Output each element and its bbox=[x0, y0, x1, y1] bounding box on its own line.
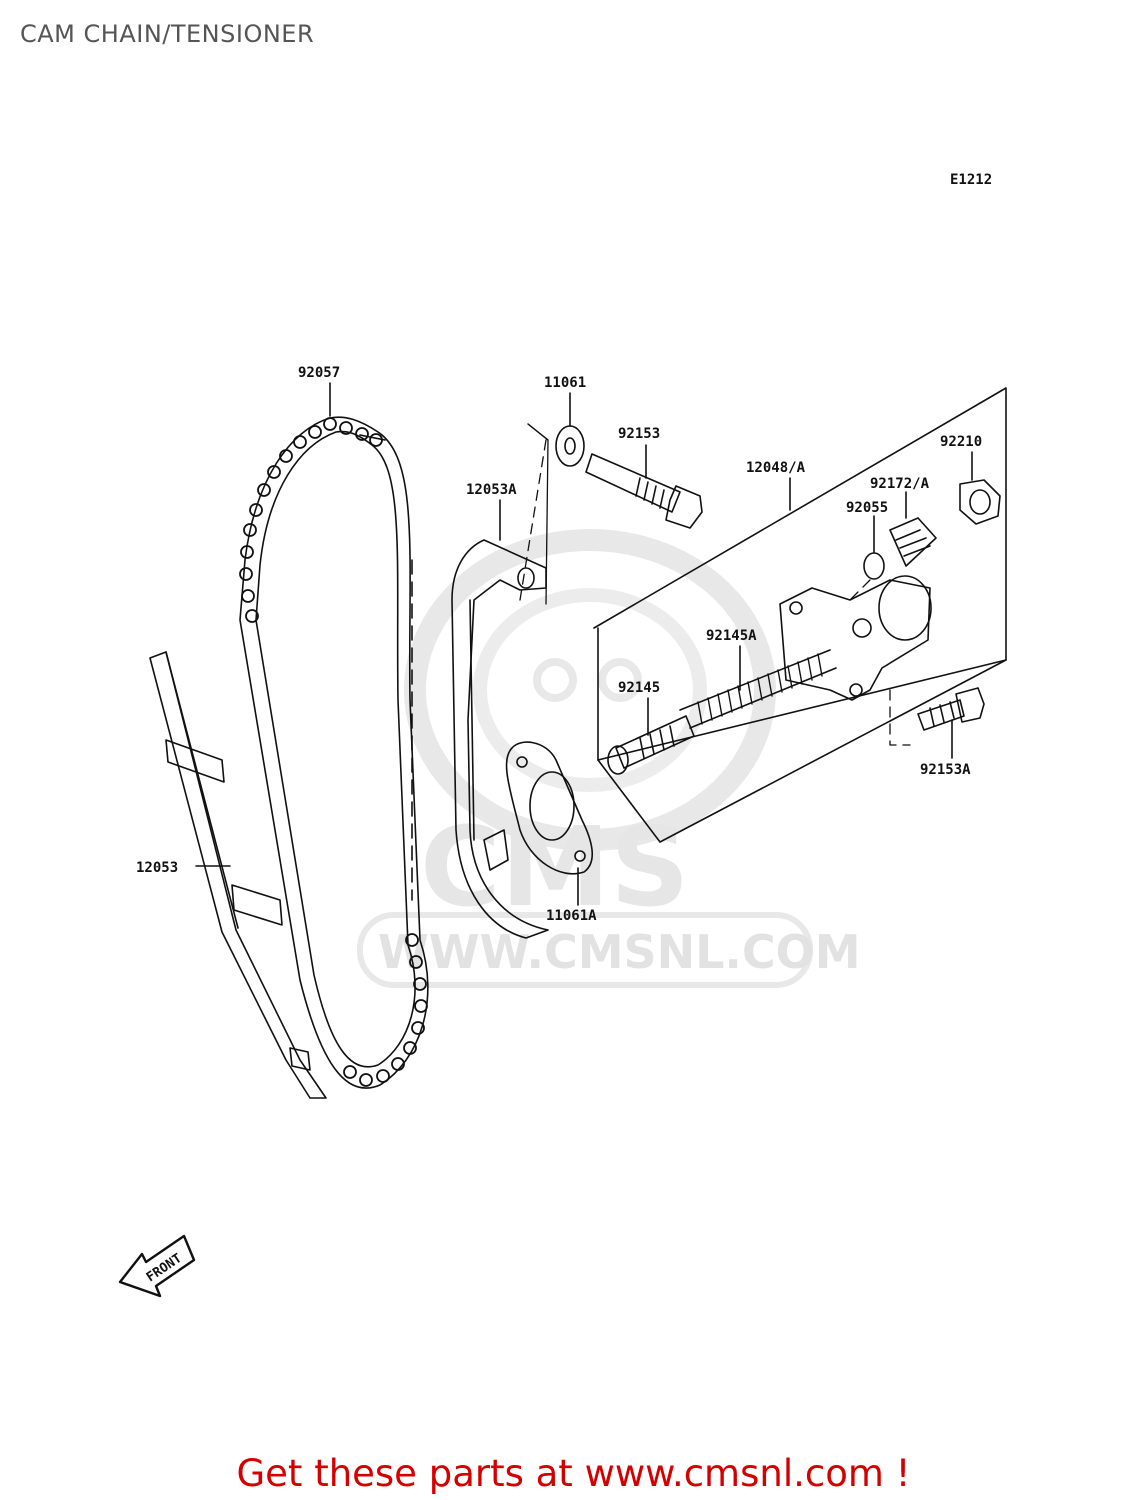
watermark: CMS WWW.CMSNL.COM bbox=[357, 529, 861, 988]
bolt bbox=[585, 453, 703, 529]
label-92210: 92210 bbox=[940, 434, 982, 450]
label-92145: 92145 bbox=[618, 680, 660, 696]
washer bbox=[555, 425, 585, 467]
label-12048A: 12048/A bbox=[746, 460, 806, 476]
chain-guide-front bbox=[149, 651, 327, 1099]
part-labels: E1212 92057 11061 92153 12053A 12048/A 9… bbox=[136, 172, 992, 924]
label-12053: 12053 bbox=[136, 860, 178, 876]
cam-chain bbox=[239, 416, 429, 1089]
watermark-logo: CMS bbox=[420, 803, 689, 931]
bolt-b bbox=[917, 687, 985, 731]
watermark-text: WWW.CMSNL.COM bbox=[378, 925, 861, 979]
page-title: CAM CHAIN/TENSIONER bbox=[20, 20, 315, 48]
diagram-code: E1212 bbox=[950, 172, 992, 188]
label-92153A: 92153A bbox=[920, 762, 971, 778]
label-12053A: 12053A bbox=[466, 482, 517, 498]
spring-small bbox=[607, 715, 695, 775]
nut bbox=[959, 479, 1001, 525]
get-parts-link[interactable]: Get these parts at www.cmsnl.com ! bbox=[236, 1452, 911, 1495]
plug bbox=[889, 517, 937, 567]
label-11061: 11061 bbox=[544, 375, 586, 391]
spring-large bbox=[679, 649, 837, 729]
label-92172A: 92172/A bbox=[870, 476, 930, 492]
front-arrow-icon: FRONT bbox=[118, 1234, 196, 1298]
o-ring bbox=[863, 552, 885, 580]
gasket bbox=[505, 741, 593, 875]
label-92057: 92057 bbox=[298, 365, 340, 381]
label-92145A: 92145A bbox=[706, 628, 757, 644]
label-92055: 92055 bbox=[846, 500, 888, 516]
label-11061A: 11061A bbox=[546, 908, 597, 924]
label-92153: 92153 bbox=[618, 426, 660, 442]
chain-guide-rear bbox=[451, 539, 549, 939]
tensioner-body bbox=[779, 575, 932, 701]
